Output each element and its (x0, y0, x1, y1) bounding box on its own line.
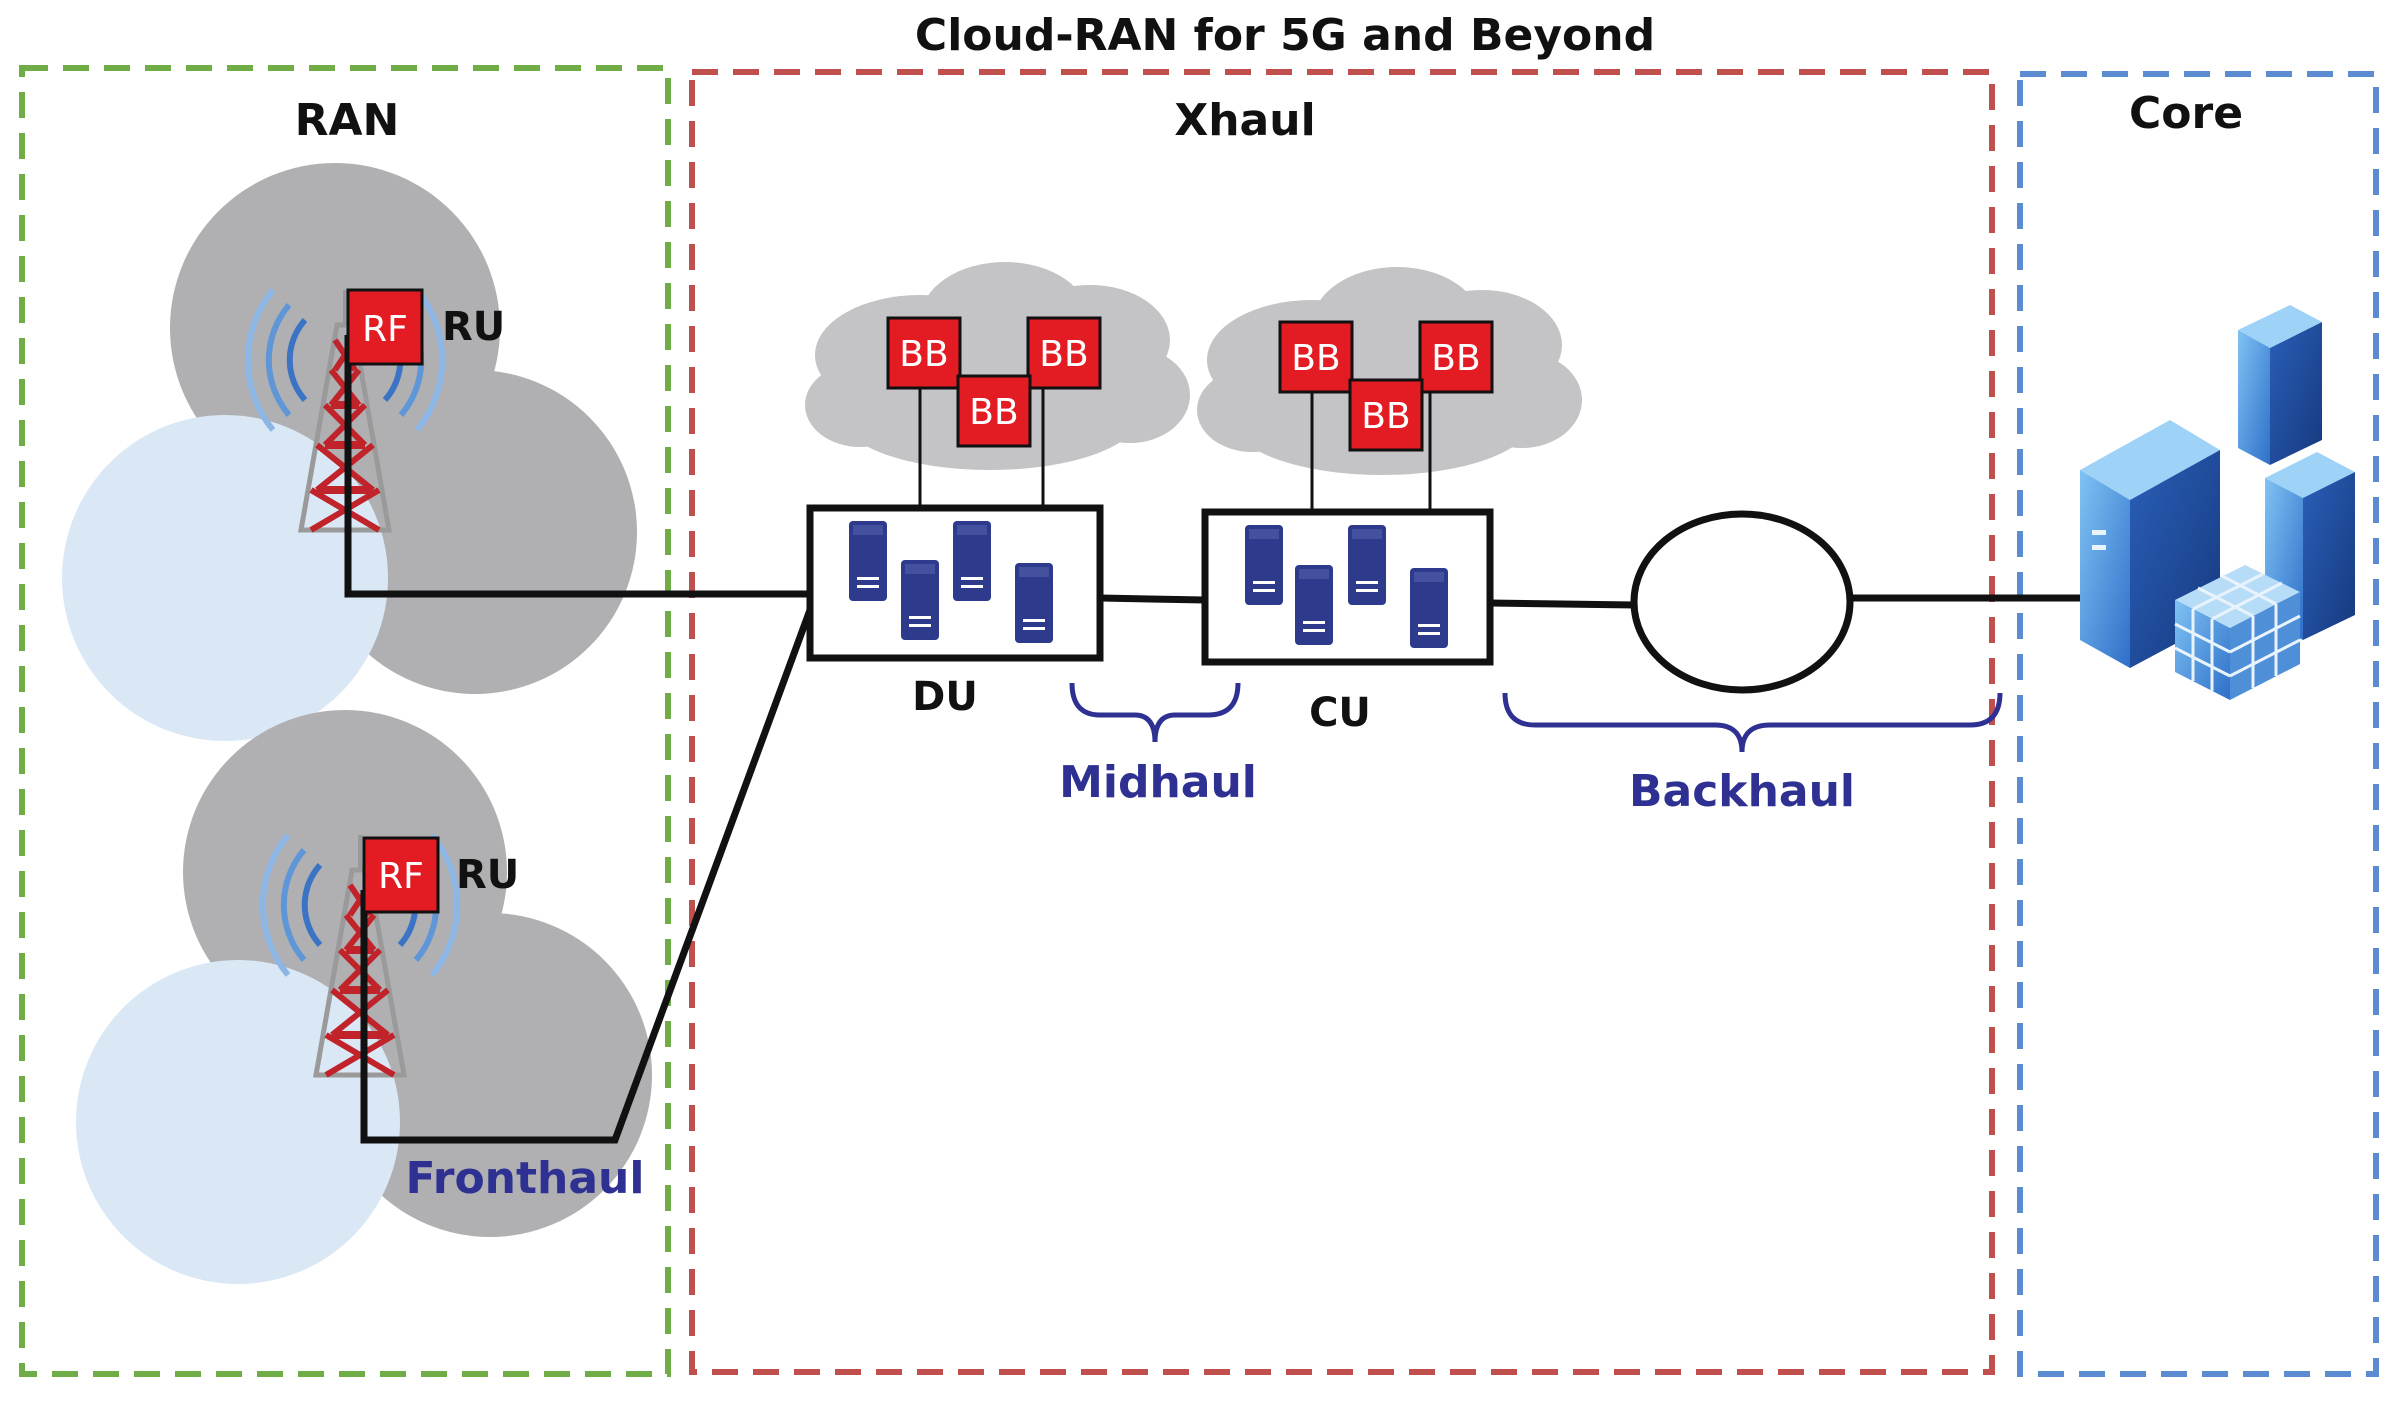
bb-chip: BB (1026, 316, 1102, 390)
server-icon (1015, 563, 1053, 643)
diagram-title: Cloud-RAN for 5G and Beyond (915, 10, 1655, 61)
server-icon (953, 521, 991, 601)
bb-chip-label: BB (899, 334, 948, 375)
fronthaul-label: Fronthaul (406, 1153, 645, 1204)
cell-coverage-gray (313, 370, 637, 694)
link-lines (344, 335, 2100, 1144)
xhaul-region-label: Xhaul (1174, 95, 1315, 146)
cu-label: CU (1309, 690, 1371, 736)
xhaul-region (689, 69, 1995, 1375)
fronthaul-link-top (344, 335, 810, 598)
rf-chip-bottom: RF (362, 836, 440, 914)
midhaul-brace (1069, 682, 1241, 743)
ru-label-bottom: RU (456, 852, 519, 898)
bb-chip: BB (1348, 378, 1424, 452)
bb-chip-label: BB (1361, 396, 1410, 437)
bb-chip: BB (1278, 320, 1354, 394)
ran-region-label: RAN (295, 95, 400, 146)
server-icon (901, 560, 939, 640)
server-icon (1410, 568, 1448, 648)
server-icon (1245, 525, 1283, 605)
core-region (2017, 71, 2379, 1377)
datacenter-icon (2080, 305, 2355, 700)
cell-coverage-gray (328, 913, 652, 1237)
bb-chip: BB (1418, 320, 1494, 394)
bb-chip-label: BB (1291, 338, 1340, 379)
du-label: DU (912, 674, 978, 720)
backhaul-label: Backhaul (1629, 766, 1855, 817)
bb-chip-label: BB (1431, 338, 1480, 379)
rf-chip-top: RF (346, 288, 424, 366)
midhaul-link (1099, 594, 1206, 604)
server-icon (849, 521, 887, 601)
backhaul-ring (1630, 510, 1854, 694)
bb-chip-label: BB (969, 392, 1018, 433)
server-icon (1348, 525, 1386, 605)
fronthaul-link-bottom (360, 608, 814, 1144)
rf-chip-label: RF (362, 309, 408, 350)
server-icon (1295, 565, 1333, 645)
cell-coverage-blue (76, 960, 400, 1284)
ru-label-top: RU (442, 304, 505, 350)
backhaul-brace (1502, 692, 2003, 753)
bb-chip-label: BB (1039, 334, 1088, 375)
backhaul-link-1 (1489, 599, 1636, 609)
bb-chip: BB (886, 316, 962, 390)
core-region-label: Core (2129, 88, 2243, 139)
rf-chip-label: RF (378, 856, 424, 897)
ran-region (19, 65, 671, 1377)
midhaul-label: Midhaul (1059, 757, 1257, 808)
bb-chip: BB (956, 374, 1032, 448)
